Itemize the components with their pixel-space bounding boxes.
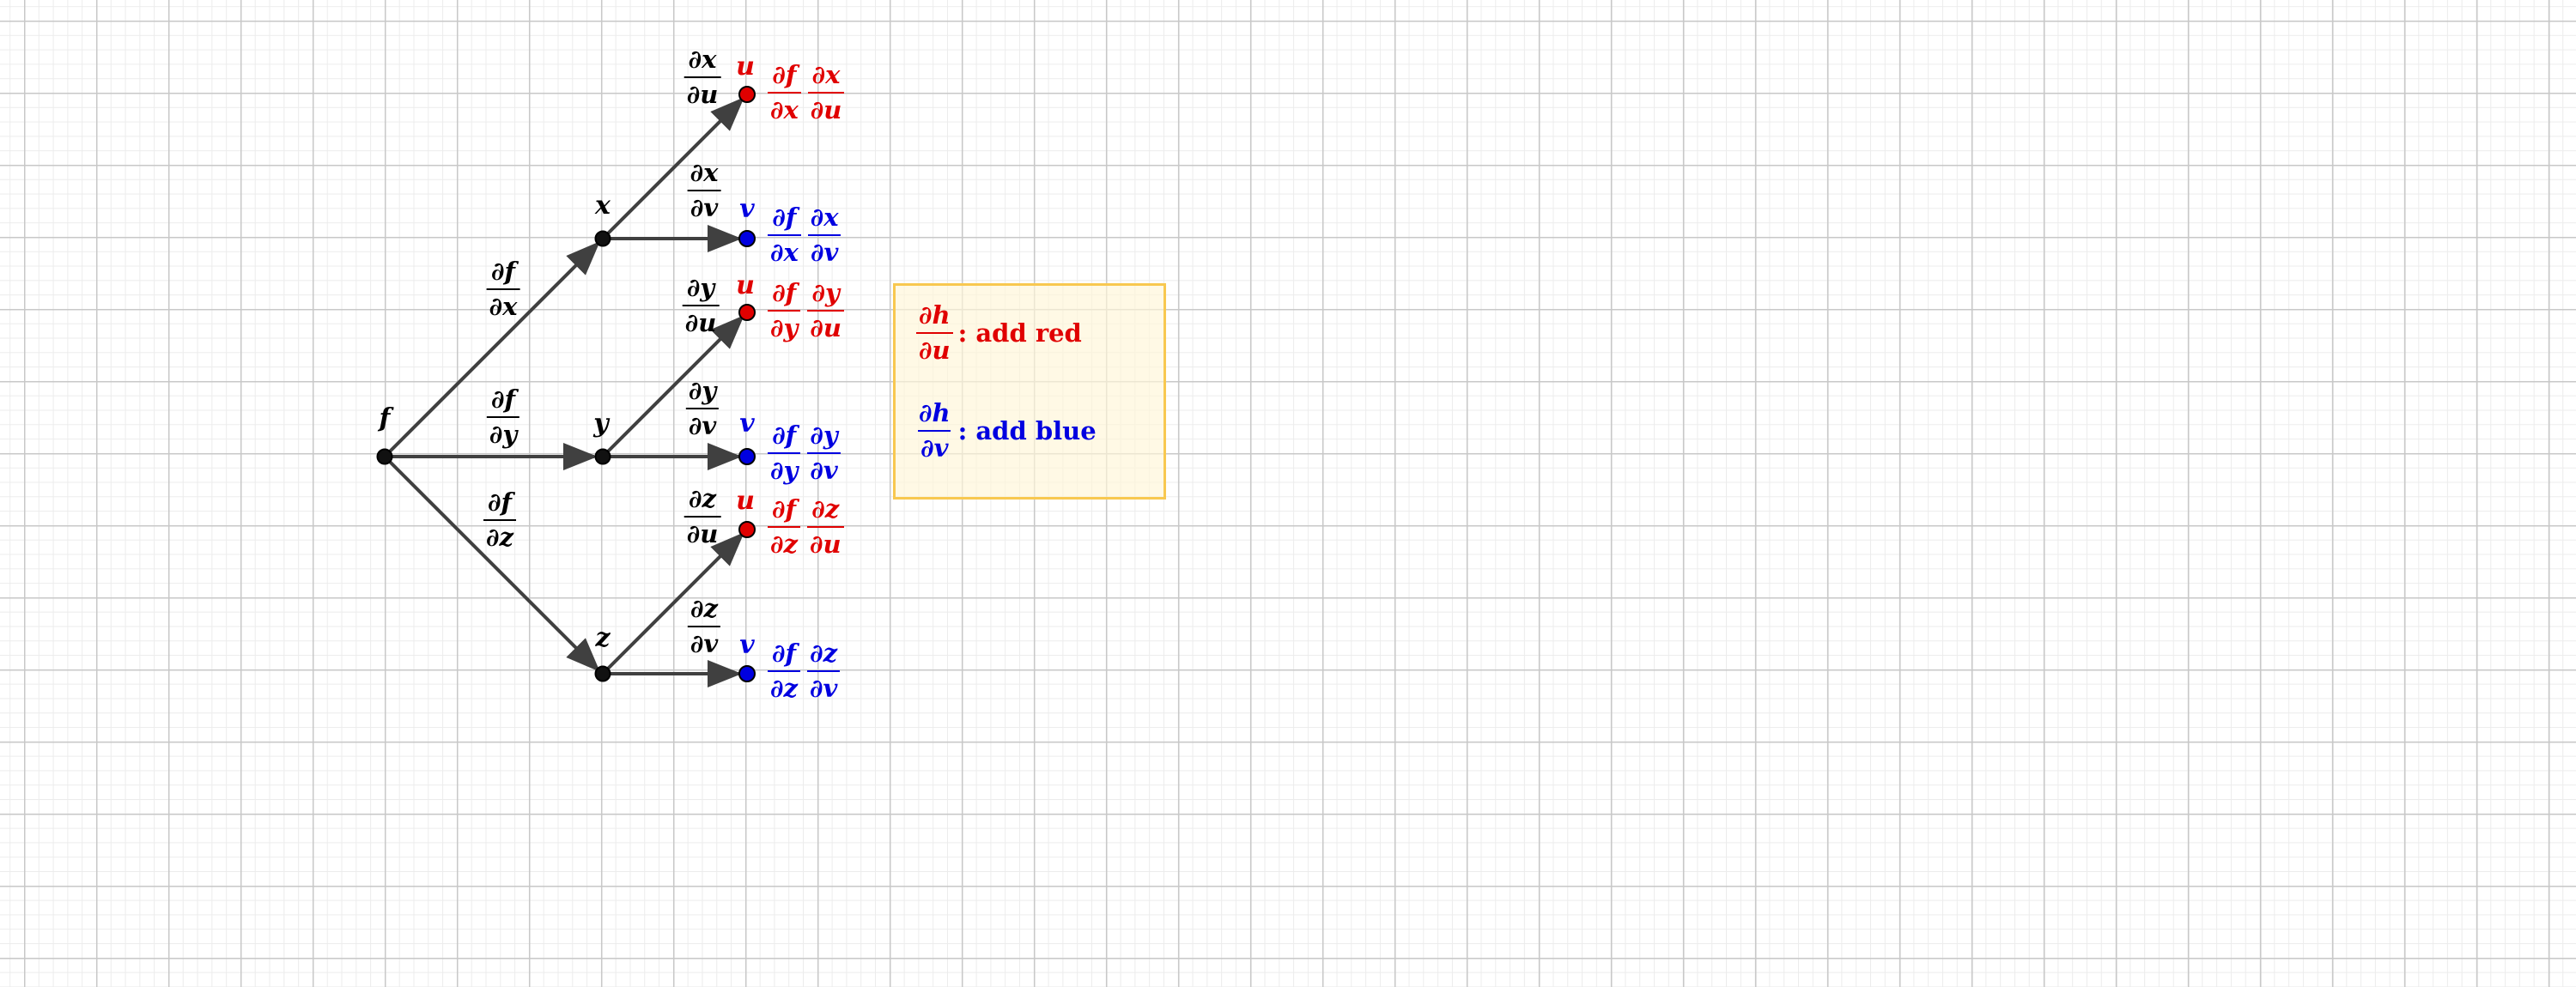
edge-f-x <box>383 241 600 458</box>
node-label-y-v: v <box>739 409 755 439</box>
edge-z-u <box>601 532 744 675</box>
node-z-v <box>738 665 756 682</box>
rule-blue-text: : add blue <box>957 416 1097 445</box>
leaf-product-z-v: ∂f∂z ∂z∂v <box>768 641 841 701</box>
nodes <box>376 86 756 682</box>
rule-add-red: ∂h∂u : add red <box>916 303 1082 363</box>
node-label-f: f <box>379 403 391 433</box>
leaf-product-y-u: ∂f∂y ∂y∂u <box>768 281 844 341</box>
node-label-x: x <box>595 191 611 221</box>
node-y-v <box>738 448 756 465</box>
node-label-x-u: u <box>736 51 755 82</box>
node-z-u <box>738 521 756 538</box>
node-x-u <box>738 86 756 103</box>
leaf-product-y-v: ∂f∂y ∂y∂v <box>768 423 841 483</box>
edge-y-u <box>601 315 744 458</box>
rule-box: ∂h∂u : add red ∂h∂v : add blue <box>893 283 1166 500</box>
edge-label-dx-du: ∂x∂u <box>683 47 721 107</box>
node-label-z: z <box>595 623 611 653</box>
edge-label-df-dx: ∂f∂x <box>486 259 520 319</box>
edge-label-dz-dv: ∂z∂v <box>687 596 721 657</box>
rule-blue-fraction: ∂h∂v <box>918 398 951 463</box>
node-x <box>594 230 611 247</box>
node-y <box>594 448 611 465</box>
node-z <box>594 665 611 682</box>
edge-label-dy-du: ∂y∂u <box>682 276 720 336</box>
edge-label-dx-dv: ∂x∂v <box>687 160 721 221</box>
rule-add-blue: ∂h∂v : add blue <box>916 401 1097 461</box>
node-x-v <box>738 230 756 247</box>
node-y-u <box>738 304 756 321</box>
edge-label-dz-du: ∂z∂u <box>683 487 721 547</box>
edge-x-u <box>601 97 744 240</box>
leaf-product-z-u: ∂f∂z ∂z∂u <box>768 497 844 557</box>
edge-label-df-dz: ∂f∂z <box>483 490 516 550</box>
node-label-z-v: v <box>739 630 755 660</box>
leaf-product-x-u: ∂f∂x ∂x∂u <box>768 63 845 123</box>
node-label-y: y <box>593 409 609 439</box>
rule-red-text: : add red <box>957 318 1082 348</box>
rule-red-fraction: ∂h∂u <box>916 303 953 363</box>
edge-label-df-dy: ∂f∂y <box>486 387 520 447</box>
node-f <box>376 448 393 465</box>
node-label-z-u: u <box>736 486 755 516</box>
edge-label-dy-dv: ∂y∂v <box>685 378 720 439</box>
edges <box>383 97 744 687</box>
node-label-y-u: u <box>736 270 755 300</box>
leaf-product-x-v: ∂f∂x ∂x∂v <box>768 205 841 265</box>
edge-f-z <box>383 455 600 672</box>
node-label-x-v: v <box>739 194 755 224</box>
